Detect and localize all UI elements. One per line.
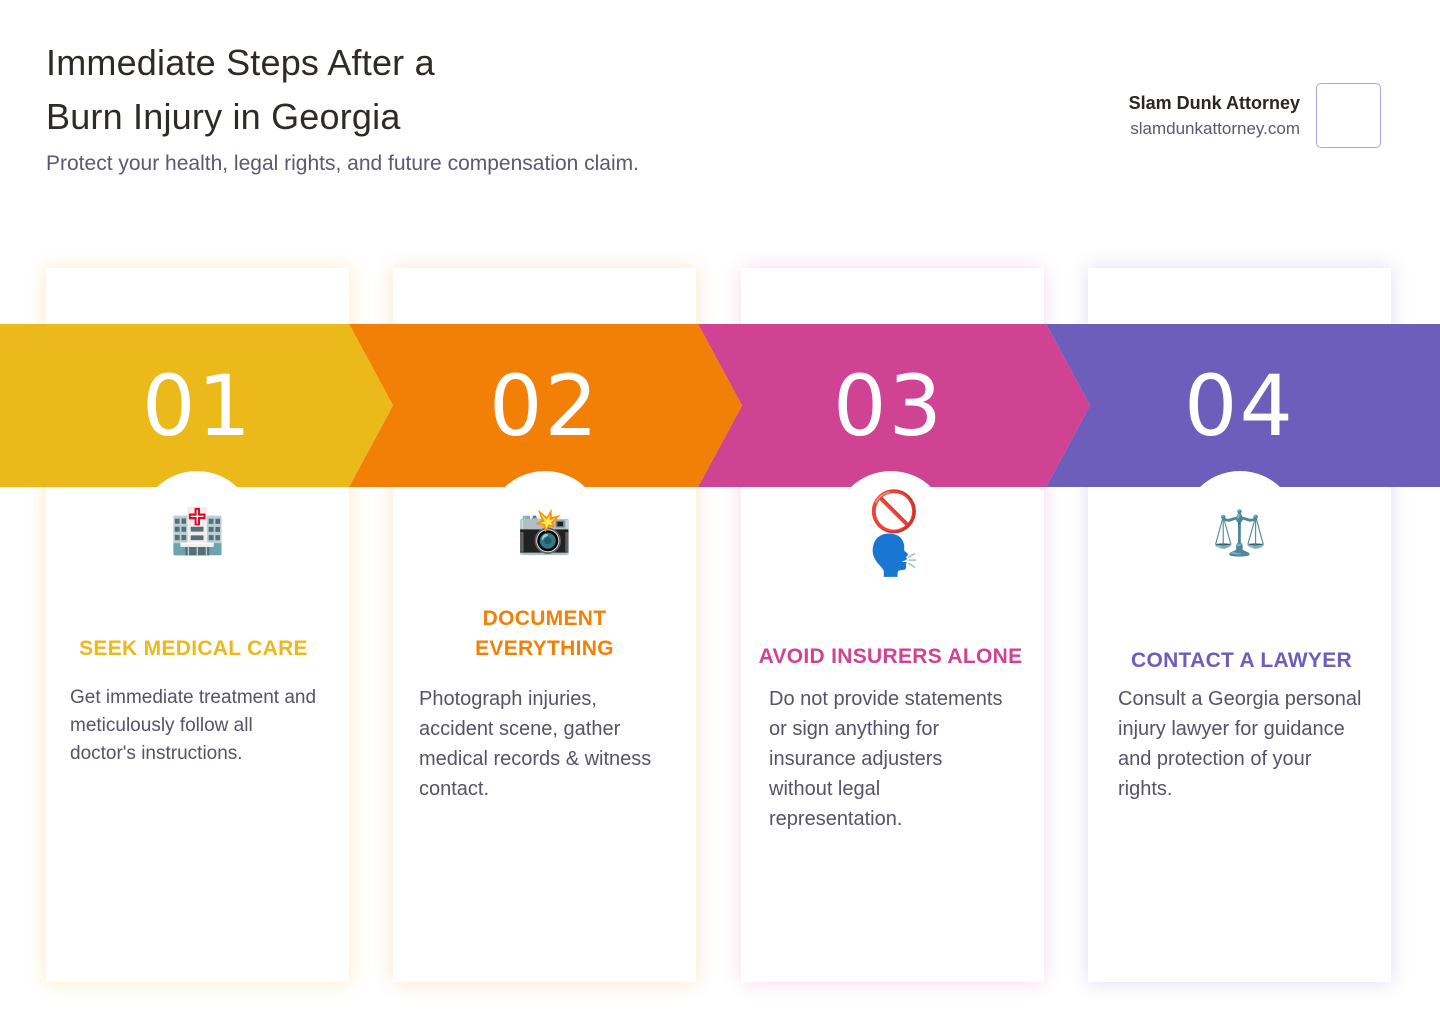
chevron-step-4 xyxy=(1046,324,1440,487)
brand-name: Slam Dunk Attorney xyxy=(1128,93,1300,113)
brand-logo-placeholder xyxy=(1316,83,1381,148)
no-speaking-icon: 🚫🗣️ xyxy=(869,490,919,578)
chevron-step-3 xyxy=(698,324,1090,487)
scales-of-justice-icon: ⚖️ xyxy=(1212,509,1267,558)
chevron-band-graphic xyxy=(0,324,1440,487)
page-title-line-2: Burn Injury in Georgia xyxy=(46,96,401,137)
step-description-4: Consult a Georgia personal injury lawyer… xyxy=(1118,688,1362,800)
chevron-step-1 xyxy=(0,324,393,487)
camera-flash-icon: 📸 xyxy=(517,507,572,556)
step-description-2: Photograph injuries, accident scene, gat… xyxy=(419,688,652,800)
hospital-icon: 🏥 xyxy=(170,507,225,556)
page-subtitle: Protect your health, legal rights, and f… xyxy=(46,152,639,175)
step-number-4: 04 xyxy=(1184,356,1295,455)
step-title-2: DOCUMENT EVERYTHING xyxy=(475,607,614,660)
step-number-2: 02 xyxy=(489,356,600,455)
steps-chevron-band xyxy=(0,324,1440,487)
step-number-3: 03 xyxy=(833,356,944,455)
step-title-3: AVOID INSURERS ALONE xyxy=(758,645,1023,668)
page-title-line-1: Immediate Steps After a xyxy=(46,42,435,83)
step-description-1: Get immediate treatment and meticulously… xyxy=(70,687,317,764)
brand-block: Slam Dunk Attorney slamdunkattorney.com xyxy=(1129,90,1300,142)
step-number-1: 01 xyxy=(142,356,253,455)
brand-url[interactable]: slamdunkattorney.com xyxy=(1130,119,1300,138)
chevron-step-2 xyxy=(349,324,742,487)
step-title-4: CONTACT A LAWYER xyxy=(1130,649,1352,672)
page-title: Immediate Steps After a Burn Injury in G… xyxy=(46,36,435,144)
step-description-3: Do not provide statements or sign anythi… xyxy=(769,688,1003,830)
step-title-1: SEEK MEDICAL CARE xyxy=(79,637,308,660)
